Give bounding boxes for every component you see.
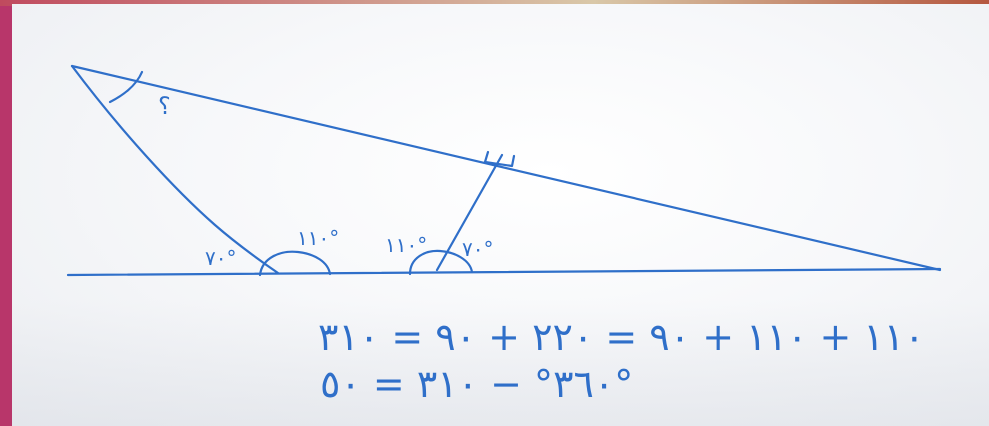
- triangle-left-side: [70, 64, 280, 275]
- equation-line-1: ١١٠ + ١١٠ + ٩٠ = ٢٢٠ + ٩٠ = ٣١٠: [318, 315, 925, 359]
- equation-line-2: ٣٦٠° − ٣١٠ = ٥٠°: [320, 362, 633, 406]
- angle-label-right-large: ١١٠°: [385, 233, 427, 257]
- frame-top-edge: [0, 0, 989, 6]
- angle-label-left-small: ٧٠°: [205, 246, 236, 270]
- baseline: [66, 267, 942, 277]
- angle-label-left-large: ١١٠°: [297, 226, 339, 250]
- right-angle-semicircle: [408, 249, 474, 276]
- top-angle-label: ؟: [158, 92, 171, 120]
- top-angle-arc: [108, 70, 144, 104]
- triangle-top-side: [70, 64, 942, 272]
- angle-label-right-small: ٧٠°: [462, 237, 493, 261]
- right-angle-mark: [483, 150, 516, 168]
- left-angle-semicircle: [258, 250, 332, 277]
- perpendicular-line: [435, 153, 504, 272]
